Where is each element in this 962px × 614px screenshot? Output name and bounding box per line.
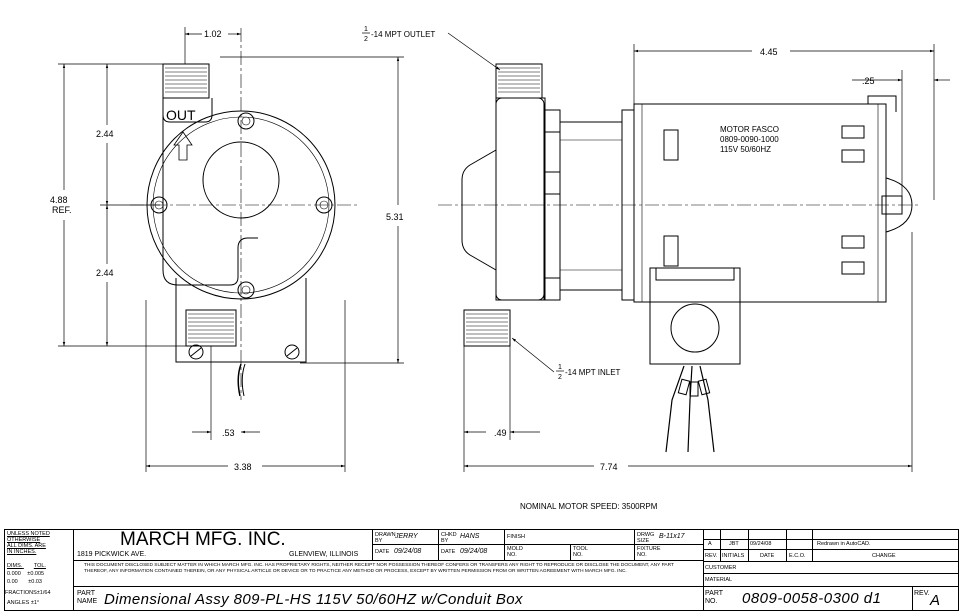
- tol-header-1: UNLESS NOTED: [7, 531, 50, 537]
- drawn-by-label: DRAWN BY: [375, 532, 396, 544]
- tol-row-2-dim: 0.00: [7, 579, 18, 585]
- side-dimensions: [447, 32, 950, 472]
- tol-header-2: OTHERWISE: [7, 537, 41, 543]
- rev-row-date: 09/24/08: [750, 541, 772, 547]
- rev-row-rev: A: [708, 541, 712, 547]
- rev-header-rev: REV.: [705, 553, 718, 559]
- motor-label-1: MOTOR FASCO: [720, 125, 779, 134]
- company-address: 1819 PICKWICK AVE.: [77, 551, 147, 558]
- tol-header-4: IN INCHES.: [7, 549, 37, 555]
- front-view: [130, 28, 360, 400]
- chkd-by: HANS: [460, 533, 480, 540]
- proprietary-notice: THIS DOCUMENT DISCLOSED SUBJECT MATTER I…: [84, 563, 674, 574]
- part-no-label: PART NO.: [705, 590, 723, 605]
- dim-2-44-bottom: 2.44: [96, 268, 114, 278]
- part-number: 0809-0058-0300 d1: [742, 590, 882, 607]
- front-dimensions: [58, 27, 404, 472]
- out-label: OUT: [166, 107, 196, 123]
- rev-row-change: Redrawn in AutoCAD.: [817, 541, 871, 547]
- rev-label: REV.: [914, 590, 930, 597]
- title-block: [4, 529, 959, 611]
- dim-2-44-top: 2.44: [96, 129, 114, 139]
- tol-row-1-tol: ±0.005: [27, 571, 45, 577]
- dim-4-88: 4.88: [50, 195, 68, 205]
- dim-7-74: 7.74: [600, 462, 618, 472]
- dim-0-49: .49: [494, 428, 507, 438]
- tol-col-tol: TOL.: [33, 563, 46, 569]
- drawn-by: JERRY: [395, 533, 418, 540]
- date-drawn: 09/24/08: [394, 548, 422, 555]
- chkd-by-label: CHKD BY: [441, 532, 457, 544]
- tol-col-dims: DIMS.: [7, 563, 23, 569]
- outlet-frac-den: 2: [364, 36, 368, 43]
- side-view: [438, 63, 920, 453]
- drwg-size: B-11x17: [659, 533, 685, 540]
- rev-value: A: [930, 592, 941, 609]
- dim-4-45: 4.45: [760, 47, 778, 57]
- rev-header-initials: INITIALS: [722, 553, 745, 559]
- tol-row-2-tol: ±0.03: [28, 579, 42, 585]
- dim-ref: REF.: [52, 205, 72, 215]
- date-drawn-label: DATE: [375, 549, 390, 555]
- drwg-size-label: DRWG SIZE: [637, 532, 655, 544]
- fixture-label: FIXTURE NO.: [637, 546, 661, 558]
- rev-header-eco: E.C.O.: [789, 553, 806, 559]
- customer-label: CUSTOMER: [705, 565, 737, 571]
- inlet-frac-den: 2: [558, 374, 562, 381]
- finish-label: FINISH: [507, 534, 526, 540]
- company-city: GLENVIEW, ILLINOIS: [289, 551, 359, 558]
- part-name: Dimensional Assy 809-PL-HS 115V 50/60HZ …: [104, 591, 523, 608]
- date-chkd-label: DATE: [441, 549, 456, 555]
- rev-header-date: DATE: [760, 553, 775, 559]
- tol-row-1-dim: 0.000: [7, 571, 21, 577]
- motor-label-2: 0809-0090-1000: [720, 135, 779, 144]
- inlet-label: -14 MPT INLET: [565, 368, 621, 377]
- tol-header-3: ALL DIMS. ARE: [7, 543, 46, 549]
- dim-1-02: 1.02: [204, 29, 222, 39]
- motor-label-3: 115V 50/60HZ: [720, 145, 771, 154]
- dim-3-38: 3.38: [234, 462, 252, 472]
- rev-row-initials: JBT: [729, 541, 739, 547]
- part-name-label: PART NAME: [77, 590, 98, 605]
- rev-header-change: CHANGE: [872, 553, 896, 559]
- company-name: MARCH MFG. INC.: [120, 529, 286, 550]
- outlet-label: -14 MPT OUTLET: [371, 30, 435, 39]
- material-label: MATERIAL: [705, 577, 733, 583]
- dim-0-25: .25: [862, 76, 875, 86]
- tool-label: TOOL NO.: [573, 546, 588, 558]
- tol-fractions: FRACTIONS±1/64: [5, 590, 51, 596]
- motor-speed: NOMINAL MOTOR SPEED: 3500RPM: [520, 502, 658, 511]
- inlet-frac-num: 1: [558, 364, 562, 371]
- dim-5-31: 5.31: [386, 212, 404, 222]
- date-chkd: 09/24/08: [460, 548, 488, 555]
- tol-angles: ANGLES ±1°: [7, 600, 40, 606]
- outlet-frac-num: 1: [364, 26, 368, 33]
- dim-0-53: .53: [222, 428, 235, 438]
- mold-label: MOLD NO.: [507, 546, 523, 558]
- tolerance-block: [4, 529, 74, 611]
